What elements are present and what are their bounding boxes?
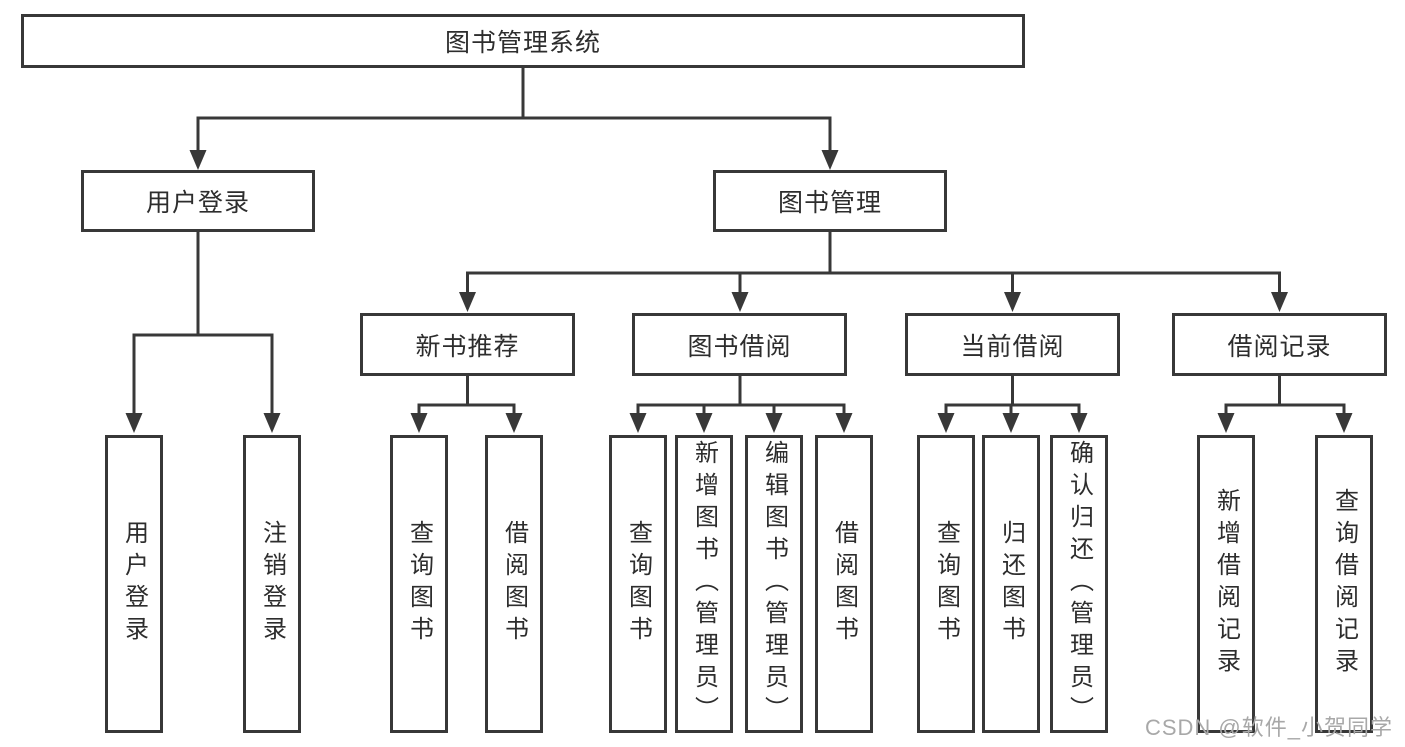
- leaf-user-login: 用户登录: [105, 435, 163, 733]
- leaf-borrow-books: 借阅图书: [815, 435, 873, 733]
- leaf-user-login-label: 用户登录: [120, 520, 148, 648]
- node-new-book-recommend-label: 新书推荐: [415, 332, 520, 361]
- leaf-logout: 注销登录: [243, 435, 301, 733]
- leaf-edit-book-admin-label: 编辑图书（管理员）: [760, 440, 788, 728]
- node-new-book-recommend: 新书推荐: [360, 313, 575, 376]
- connector-book-mgmt-to-level3: [459, 232, 1288, 312]
- node-current-borrow: 当前借阅: [905, 313, 1120, 376]
- leaf-query-borrow-record: 查询借阅记录: [1315, 435, 1373, 733]
- leaf-add-borrow-record-label: 新增借阅记录: [1212, 488, 1240, 680]
- csdn-watermark: CSDN @软件_小贺同学: [1144, 715, 1393, 740]
- leaf-borrow-books-recommend: 借阅图书: [485, 435, 543, 733]
- node-current-borrow-label: 当前借阅: [960, 332, 1065, 361]
- leaf-edit-book-admin: 编辑图书（管理员）: [745, 435, 803, 733]
- leaf-query-books-borrow: 查询图书: [609, 435, 667, 733]
- node-borrow-records: 借阅记录: [1172, 313, 1387, 376]
- leaf-query-borrow-record-label: 查询借阅记录: [1330, 488, 1358, 680]
- leaf-add-borrow-record: 新增借阅记录: [1197, 435, 1255, 733]
- node-book-borrow-label: 图书借阅: [687, 332, 792, 361]
- connector-new-book-children: [410, 376, 523, 433]
- node-root-label: 图书管理系统: [444, 29, 601, 57]
- leaf-borrow-books-label: 借阅图书: [830, 520, 858, 648]
- leaf-query-books-recommend-label: 查询图书: [405, 520, 433, 648]
- leaf-query-books-current: 查询图书: [917, 435, 975, 733]
- node-user-login-label: 用户登录: [145, 189, 250, 217]
- leaf-confirm-return-admin: 确认归还（管理员）: [1050, 435, 1108, 733]
- leaf-return-book: 归还图书: [982, 435, 1040, 733]
- connector-root-to-level2: [189, 68, 839, 170]
- connector-borrow-record-children: [1217, 376, 1353, 433]
- node-book-borrow: 图书借阅: [632, 313, 847, 376]
- connector-book-borrow-children: [629, 376, 853, 433]
- leaf-add-book-admin-label: 新增图书（管理员）: [690, 440, 718, 728]
- node-book-management-label: 图书管理: [777, 189, 882, 217]
- leaf-confirm-return-admin-label: 确认归还（管理员）: [1065, 440, 1093, 728]
- leaf-query-books-recommend: 查询图书: [390, 435, 448, 733]
- node-user-login: 用户登录: [81, 170, 315, 232]
- leaf-borrow-books-recommend-label: 借阅图书: [500, 520, 528, 648]
- node-borrow-records-label: 借阅记录: [1227, 332, 1332, 361]
- node-book-management: 图书管理: [713, 170, 947, 232]
- connector-user-login-children: [125, 232, 281, 433]
- connector-current-borrow-children: [937, 376, 1088, 433]
- leaf-add-book-admin: 新增图书（管理员）: [675, 435, 733, 733]
- leaf-logout-label: 注销登录: [258, 520, 286, 648]
- leaf-query-books-current-label: 查询图书: [932, 520, 960, 648]
- leaf-query-books-borrow-label: 查询图书: [624, 520, 652, 648]
- leaf-return-book-label: 归还图书: [997, 520, 1025, 648]
- node-root-system: 图书管理系统: [21, 14, 1025, 68]
